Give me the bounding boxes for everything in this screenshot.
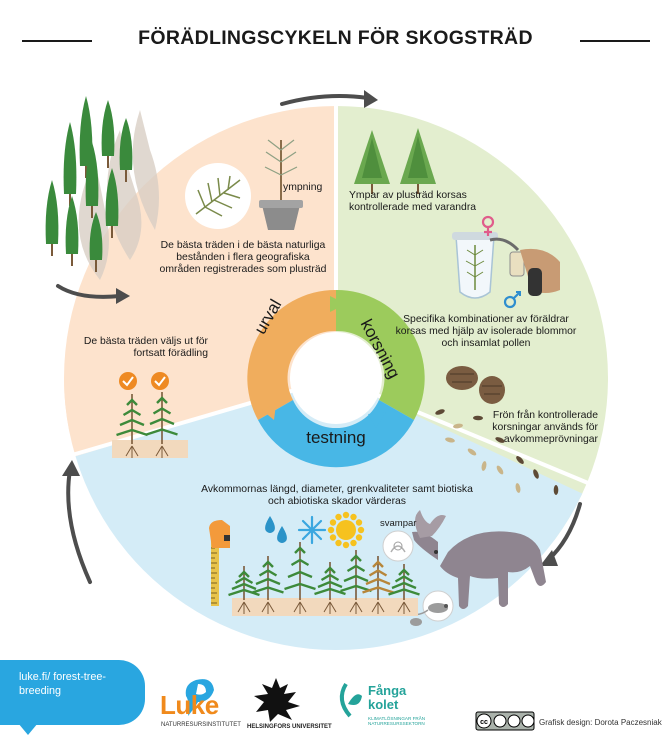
seedling [284, 542, 316, 614]
link-bubble-tail [18, 723, 38, 735]
design-credit: Grafisk design: Dorota Paczesniak [539, 718, 662, 727]
check-marks [119, 372, 169, 390]
seeds [435, 409, 559, 495]
seedling [228, 566, 260, 614]
ring-urval [247, 289, 336, 420]
cc-license-icon: cc [475, 711, 535, 731]
ring-label-testning: testning [306, 428, 366, 447]
seedling [116, 394, 148, 458]
ruler [209, 520, 230, 606]
sun-icon [327, 511, 365, 549]
seedling [252, 556, 284, 614]
raindrops-icon [265, 516, 287, 543]
ground-strip-left [112, 440, 188, 458]
vole [410, 590, 454, 626]
ring-arrow-left [262, 404, 276, 420]
label-fron: Frön från kontrollerade korsningar använ… [492, 410, 598, 446]
luke-subtitle: NATURRESURSINSTITUTET [161, 722, 241, 728]
ring-arrow-top [330, 296, 346, 312]
seed [516, 456, 524, 464]
fanga-wordmark: Fånga kolet [368, 683, 407, 712]
label-valjs: De bästa träden väljs ut för fortsatt fö… [83, 336, 208, 360]
seed [453, 423, 463, 429]
seedling [146, 392, 178, 458]
plus-tree [101, 100, 115, 168]
ring-korsning [336, 289, 425, 420]
plus-tree [65, 196, 79, 266]
label-ympar: Ympar av plusträd korsas kontrollerade m… [349, 190, 477, 214]
seed [435, 409, 445, 415]
seedling [388, 564, 420, 614]
page-title: FÖRÄDLINGSCYKELN FÖR SKOGSTRÄD [138, 27, 533, 49]
fanga-logo [339, 682, 362, 718]
plus-tree [45, 180, 59, 256]
seedling [340, 550, 372, 614]
moose [412, 510, 546, 609]
grafted-tree [400, 128, 436, 194]
snowflake-icon [297, 515, 327, 545]
seed [473, 415, 483, 421]
label-ympning: ympning [283, 182, 323, 193]
label-svampar: svampar [380, 518, 417, 529]
plus-tree [85, 142, 99, 218]
seed [495, 437, 505, 443]
fungi-magnifier [382, 530, 414, 562]
seed [445, 437, 455, 443]
header-rule-left [22, 40, 92, 42]
fanga-subtitle: KLIMATLÖSNINGAR FRÅN NATURRESURSSEKTORN [368, 716, 426, 726]
selected-seedlings [116, 392, 178, 458]
cycle-arrows [56, 94, 582, 584]
luke-logo [185, 679, 214, 716]
seed [515, 483, 521, 493]
plus-tree [119, 118, 133, 182]
label-plustrad: De bästa träden i de bästa naturliga bes… [159, 240, 327, 276]
label-avkomm: Avkommornas längd, diameter, grenkvalite… [201, 484, 473, 508]
plus-tree [89, 212, 103, 272]
seed [481, 461, 487, 471]
grafted-tree [354, 130, 390, 194]
link-bubble[interactable] [0, 660, 145, 725]
plus-trees [45, 96, 133, 272]
hu-logo [254, 678, 300, 722]
plus-tree [79, 96, 93, 178]
seed [553, 485, 559, 495]
progeny-seedlings [228, 542, 420, 614]
label-specifika: Specifika kombinationer av föräldrar kor… [395, 314, 577, 350]
branch-magnifier [185, 163, 251, 229]
header: FÖRÄDLINGSCYKELN FÖR SKOGSTRÄD [0, 24, 671, 50]
plus-tree [63, 122, 77, 206]
seed [496, 465, 504, 475]
plus-tree [105, 168, 119, 238]
svg-text:cc: cc [480, 719, 488, 726]
seedling [362, 556, 394, 614]
ring-arrow-right [368, 412, 386, 428]
center-ring [247, 289, 425, 468]
luke-wordmark: Luke [160, 690, 219, 720]
seedling [314, 562, 346, 614]
seed [467, 448, 477, 456]
seed [533, 469, 539, 479]
header-rule-right [580, 40, 650, 42]
grafted-trees [354, 128, 436, 194]
ground-strip-bottom [232, 598, 418, 616]
pine-cones [446, 366, 505, 404]
hu-name: HELSINGFORS UNIVERSITET [247, 724, 332, 730]
footer-link[interactable]: luke.fi/ forest-tree-breeding [19, 671, 107, 697]
isolation-bag [452, 215, 560, 309]
potted-seedling [259, 139, 303, 230]
